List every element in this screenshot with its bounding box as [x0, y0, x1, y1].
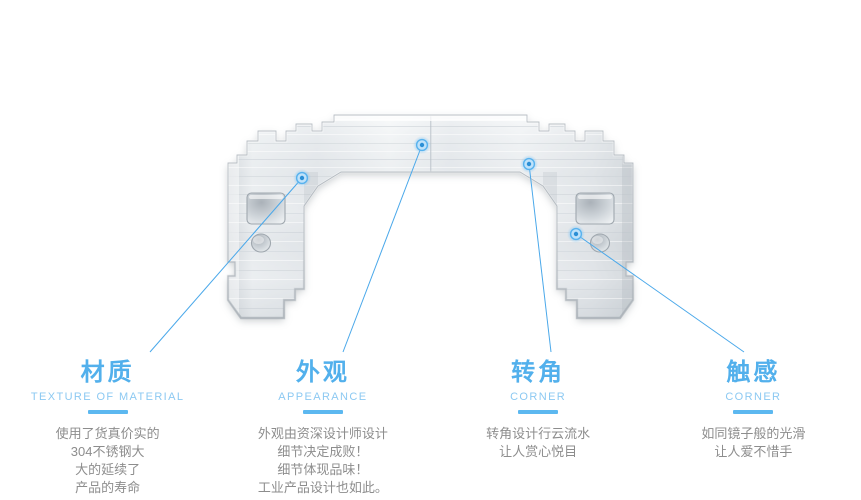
feature-title-touch: 触感 — [726, 359, 781, 386]
feature-title-corner: 转角 — [511, 359, 566, 386]
feature-subtitle-touch: CORNER — [725, 391, 782, 403]
feature-rule-touch — [733, 410, 774, 414]
stainless-steel-bracket-illustration — [226, 113, 635, 320]
product-figure — [226, 113, 635, 320]
feature-block-touch: 触感 CORNER 如同镜子般的光滑 让人爱不惜手 — [646, 352, 861, 461]
feature-block-material: 材质 TEXTURE OF MATERIAL 使用了货真价实的 304不锈钢大 … — [0, 352, 215, 497]
feature-rule-appearance — [302, 410, 343, 414]
crossbar-seam — [430, 115, 432, 173]
feature-block-appearance: 外观 APPEARANCE 外观由资深设计师设计 细节决定成败！ 细节体现品味！… — [215, 352, 430, 497]
feature-subtitle-material: TEXTURE OF MATERIAL — [30, 391, 185, 403]
feature-rule-corner — [518, 410, 559, 414]
feature-rule-material — [87, 410, 128, 414]
feature-body-corner: 转角设计行云流水 让人赏心悦目 — [486, 426, 591, 459]
feature-title-material: 材质 — [80, 359, 135, 386]
feature-body-appearance: 外观由资深设计师设计 细节决定成败！ 细节体现品味！ 工业产品设计也如此。 — [257, 426, 388, 495]
feature-body-touch: 如同镜子般的光滑 让人爱不惜手 — [701, 426, 806, 459]
right-rect-cutout — [575, 192, 615, 225]
feature-subtitle-corner: CORNER — [510, 391, 567, 403]
feature-subtitle-appearance: APPEARANCE — [278, 391, 368, 403]
feature-list: 材质 TEXTURE OF MATERIAL 使用了货真价实的 304不锈钢大 … — [0, 352, 861, 500]
feature-block-corner: 转角 CORNER 转角设计行云流水 让人赏心悦目 — [431, 352, 646, 461]
feature-body-material: 使用了货真价实的 304不锈钢大 大的延续了 产品的寿命 — [55, 426, 160, 495]
feature-title-appearance: 外观 — [295, 359, 350, 386]
